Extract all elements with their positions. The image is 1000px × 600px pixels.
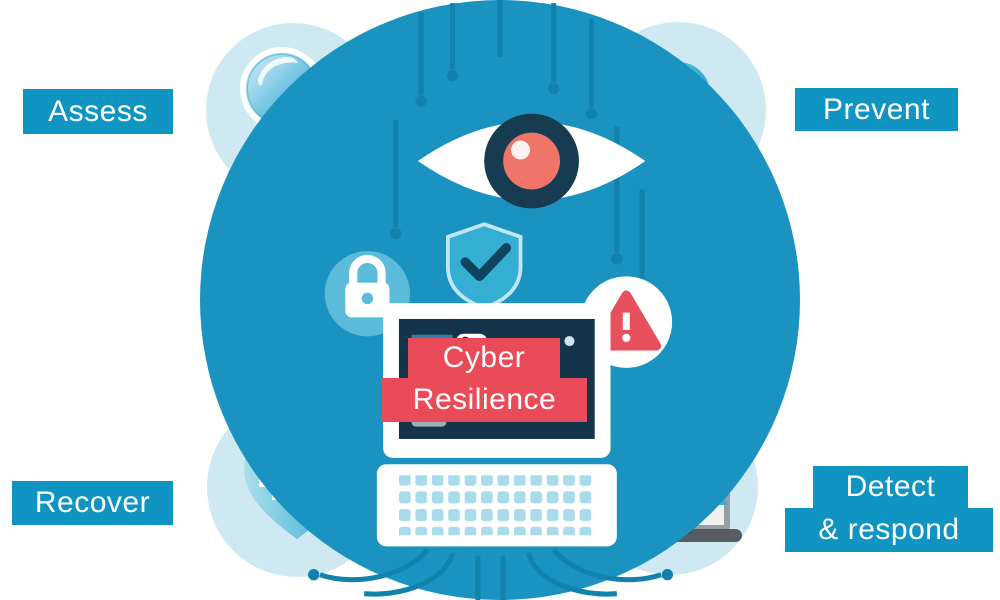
label-detect-line2: & respond: [785, 508, 993, 552]
label-detect-line1: Detect: [813, 466, 968, 508]
banner-cyber: Cyber: [408, 338, 560, 378]
label-recover: Recover: [12, 481, 173, 525]
banner-resilience: Resilience: [382, 378, 587, 422]
circuit-dots: [308, 70, 674, 581]
eye-icon: [417, 113, 646, 209]
label-assess: Assess: [23, 89, 173, 134]
label-prevent: Prevent: [795, 88, 958, 131]
shield-check-icon: [446, 222, 523, 310]
